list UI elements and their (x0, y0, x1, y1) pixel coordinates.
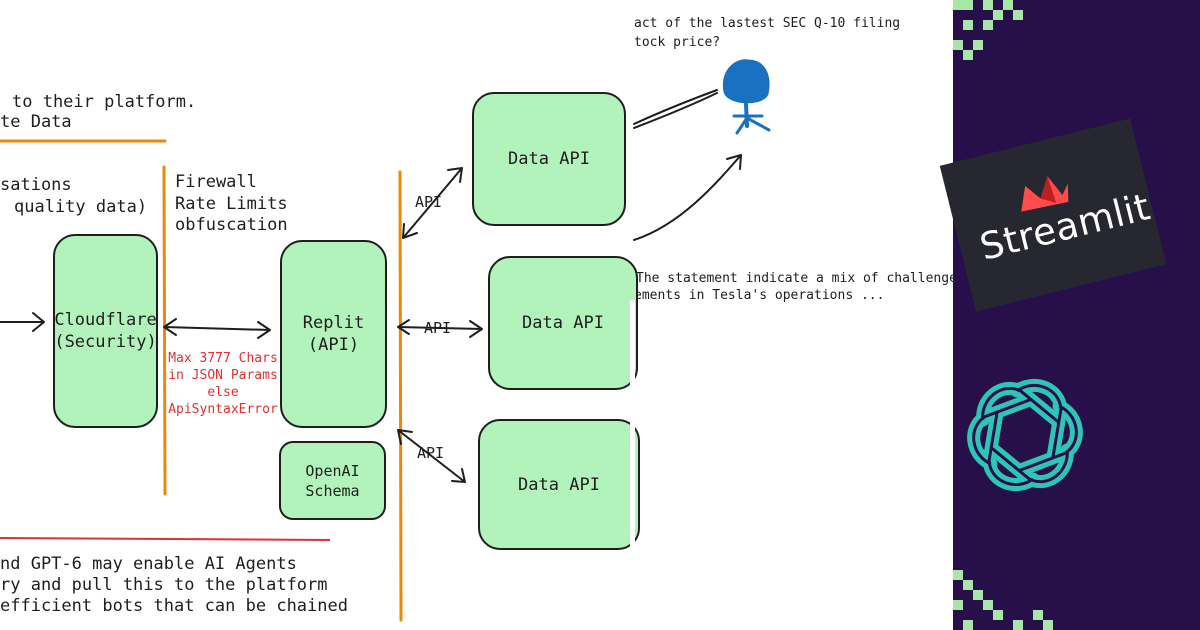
firewall-line-3: obfuscation (175, 215, 288, 235)
streamlit-crown-icon (1021, 176, 1069, 212)
arrow-api-bottom (397, 429, 466, 483)
api-label-middle: API (424, 319, 452, 337)
crop-mask (630, 300, 635, 560)
limit-line-2: in JSON Params (168, 368, 278, 383)
replit-box: Replit (API) (280, 240, 387, 428)
data-api-box-1: Data API (472, 92, 626, 226)
pixel-deco (1003, 0, 1013, 10)
firewall-line-1: Firewall (175, 172, 257, 192)
pixel-deco (953, 40, 963, 50)
cloudflare-box-line-1: Cloudflare (54, 310, 157, 330)
pixel-deco (963, 20, 973, 30)
limit-note: Max 3777 Chars in JSON Params else ApiSy… (167, 350, 279, 418)
limit-line-4: ApiSyntaxError (168, 402, 278, 417)
pixel-deco (973, 590, 983, 600)
pixel-deco (963, 580, 973, 590)
response-line-1: The statement indicate a mix of challeng… (636, 271, 965, 286)
api-label-bottom: API (417, 444, 445, 462)
data-api-box-3: Data API (478, 419, 640, 550)
arrow-data-to-user-c (633, 154, 742, 241)
left-list-line-1: sations (0, 175, 72, 195)
pixel-deco (1033, 610, 1043, 620)
openai-schema-line-2: Schema (305, 481, 360, 500)
bottom-note-line-3: efficient bots that can be chained (0, 596, 348, 616)
limit-line-3: else (207, 385, 239, 400)
firewall-line-2: Rate Limits (175, 194, 288, 214)
firewall-divider (162, 165, 167, 496)
cloudflare-box-line-2: (Security) (54, 332, 157, 352)
arrow-cloudflare-replit (163, 318, 271, 339)
api-label-top: API (415, 193, 443, 211)
data-api-box-1-label: Data API (508, 149, 590, 169)
data-api-box-2-label: Data API (522, 313, 604, 333)
arrow-data-to-user-a (633, 89, 718, 125)
pixel-deco (953, 570, 963, 580)
diagram-connectors (0, 59, 771, 622)
left-note-line-1: to their platform. (12, 92, 197, 112)
pixel-deco (963, 0, 973, 10)
arrow-api-middle (397, 319, 483, 338)
arrow-into-cloudflare (0, 312, 45, 332)
pixel-deco (953, 0, 963, 10)
openai-schema-box: OpenAI Schema (279, 441, 386, 520)
pixel-deco (953, 600, 963, 610)
question-line-1: act of the lastest SEC Q-10 filing (634, 16, 901, 31)
data-api-box-2: Data API (488, 256, 638, 390)
left-note-line-2: te Data (0, 112, 72, 132)
pixel-deco (993, 610, 1003, 620)
pixel-deco (983, 0, 993, 10)
pixel-deco (1013, 10, 1023, 20)
cloudflare-box: Cloudflare (Security) (53, 234, 158, 428)
bottom-note-line-2: ry and pull this to the platform (0, 575, 328, 595)
pixel-deco (1013, 620, 1023, 630)
bottom-note-overline (0, 537, 331, 541)
pixel-deco (963, 50, 973, 60)
question-line-2: tock price? (634, 35, 721, 50)
pixel-deco (983, 20, 993, 30)
data-api-box-3-label: Data API (518, 474, 600, 495)
left-list-line-2: quality data) (14, 197, 148, 217)
pixel-deco (1043, 620, 1053, 630)
user-icon (722, 59, 771, 135)
pixel-deco (983, 600, 993, 610)
limit-line-1: Max 3777 Chars (168, 351, 278, 366)
pixel-deco (963, 620, 973, 630)
arrow-data-to-user-b (633, 92, 718, 129)
openai-logo-icon (967, 378, 1083, 492)
arrow-api-top (402, 167, 463, 239)
bottom-note-line-1: nd GPT-6 may enable AI Agents (0, 554, 297, 574)
replit-box-line-1: Replit (302, 313, 365, 333)
streamlit-logo-card: Streamlit (939, 118, 1167, 312)
pixel-deco (993, 10, 1003, 20)
branding-panel (953, 0, 1200, 630)
api-divider (398, 170, 403, 622)
pixel-deco (973, 40, 983, 50)
response-line-2: ements in Tesla's operations ... (634, 288, 885, 303)
replit-box-line-2: (API) (307, 335, 360, 355)
openai-schema-line-1: OpenAI (305, 461, 360, 480)
